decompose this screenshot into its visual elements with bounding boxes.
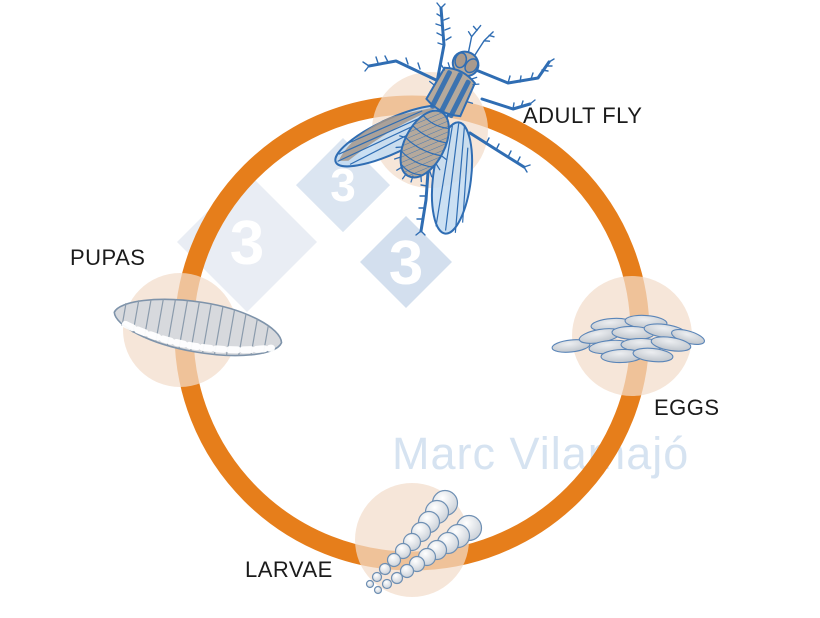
fly-eye bbox=[464, 58, 479, 74]
logo-diamond-bottom-right bbox=[360, 216, 452, 308]
artist-watermark: Marc Vilamajó bbox=[392, 428, 689, 479]
larva bbox=[373, 514, 483, 595]
fly-antennae bbox=[467, 24, 495, 59]
larva bbox=[365, 489, 459, 589]
fly-legs bbox=[362, 2, 555, 236]
pupa-illustration bbox=[113, 298, 283, 357]
adult-fly-illustration bbox=[334, 2, 555, 236]
logo-digit-top: 3 bbox=[330, 159, 356, 211]
eggs-illustration bbox=[551, 314, 705, 364]
label-adult-fly: ADULT FLY bbox=[523, 103, 643, 128]
egg bbox=[551, 339, 591, 353]
egg bbox=[650, 336, 692, 352]
logo-digit-left: 3 bbox=[230, 209, 264, 278]
fly-eye bbox=[454, 52, 468, 69]
label-larvae: LARVAE bbox=[245, 557, 333, 582]
label-eggs: EGGS bbox=[654, 395, 720, 420]
fly-body bbox=[394, 24, 495, 183]
larvae-illustration bbox=[365, 489, 483, 595]
label-pupas: PUPAS bbox=[70, 245, 146, 270]
logo-digit-bottom-right: 3 bbox=[389, 229, 423, 298]
egg bbox=[632, 347, 674, 363]
